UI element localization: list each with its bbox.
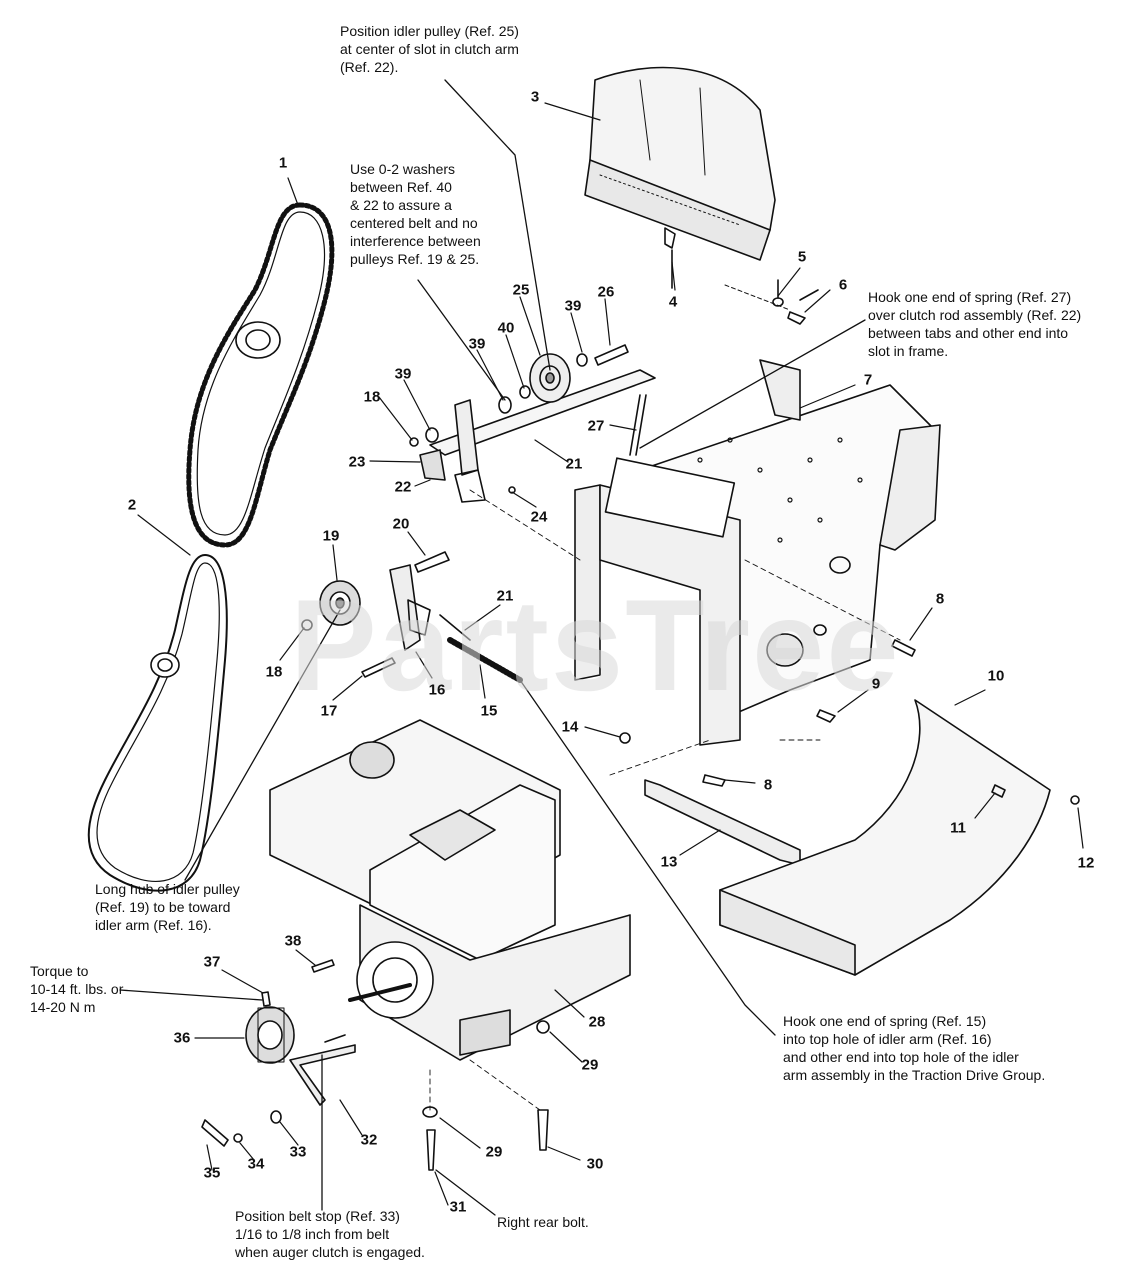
ref-label-2: 2 [127, 496, 137, 514]
clutch-linkage-parts-21-24-27 [419, 369, 656, 503]
ref-label-8-upper: 8 [935, 590, 945, 608]
hardware-parts-11-12 [991, 784, 1080, 805]
belt-stop-part-32 [289, 1034, 356, 1106]
ref-label-36: 36 [173, 1029, 191, 1047]
bolt-part-8-upper [891, 639, 916, 657]
ref-label-7: 7 [863, 371, 873, 389]
pin-part-17 [361, 657, 396, 678]
ref-label-4: 4 [668, 293, 678, 311]
ref-label-22: 22 [394, 478, 412, 496]
ref-label-10: 10 [987, 667, 1005, 685]
ref-label-30: 30 [586, 1155, 604, 1173]
ref-label-35: 35 [203, 1164, 221, 1182]
ref-label-21-upper: 21 [565, 455, 583, 473]
shield-part-10 [719, 699, 1051, 976]
spring-part-15 [439, 614, 523, 683]
note-callout-lines [119, 79, 866, 1216]
frame-part-7 [574, 359, 941, 746]
nut-part-14 [619, 732, 631, 744]
ref-label-33: 33 [289, 1143, 307, 1161]
nut-part-18-upper [409, 437, 419, 447]
ref-label-23: 23 [348, 453, 366, 471]
leader-lines [137, 102, 1084, 1206]
belt-part-2 [87, 554, 228, 892]
support-part-13 [644, 779, 801, 866]
ref-label-34: 34 [247, 1155, 265, 1173]
note-spring-15: Hook one end of spring (Ref. 15) into to… [783, 1013, 1046, 1083]
ref-label-8-lower: 8 [763, 776, 773, 794]
ref-label-18-upper: 18 [363, 388, 381, 406]
ref-label-26: 26 [597, 283, 615, 301]
note-spring-27: Hook one end of spring (Ref. 27) over cl… [868, 289, 1082, 359]
bolt-part-31 [426, 1129, 436, 1171]
nut-part-18-lower [301, 619, 313, 631]
hardware-parts-5-6 [724, 279, 819, 325]
pulley-part-36 [245, 1006, 295, 1064]
ref-label-31: 31 [449, 1198, 467, 1216]
ref-label-15: 15 [480, 702, 498, 720]
note-right-rear-bolt: Right rear bolt. [497, 1214, 589, 1230]
bolt-part-30 [537, 1109, 549, 1151]
ref-label-18-lower: 18 [265, 663, 283, 681]
ref-label-27: 27 [587, 417, 605, 435]
nut-part-29-upper [536, 1020, 550, 1034]
clip-part-4 [664, 227, 676, 289]
ref-label-38: 38 [284, 932, 302, 950]
ref-label-13: 13 [660, 853, 678, 871]
ref-label-28: 28 [588, 1013, 606, 1031]
bolt-part-20 [414, 551, 450, 573]
ref-label-29-upper: 29 [581, 1056, 599, 1074]
note-belt-stop: Position belt stop (Ref. 33) 1/16 to 1/8… [235, 1208, 425, 1260]
bolt-part-37 [261, 991, 271, 1007]
partstree-watermark: PartsTree [290, 572, 901, 718]
idler-arm-part-16 [389, 564, 431, 651]
ref-label-39-right: 39 [564, 297, 582, 315]
ref-label-21-lower: 21 [496, 587, 514, 605]
note-idler-pulley-25: Position idler pulley (Ref. 25) at cente… [340, 23, 519, 75]
pulley-on-belt-1 [235, 321, 281, 359]
ref-label-12: 12 [1077, 854, 1095, 872]
note-long-hub: Long hub of idler pulley (Ref. 19) to be… [95, 881, 240, 933]
belt-part-1 [186, 202, 335, 548]
bolt-part-26 [594, 344, 629, 366]
ref-label-25: 25 [512, 281, 530, 299]
engine-filler-cap [349, 741, 395, 779]
ref-label-40: 40 [497, 319, 515, 337]
alignment-lines [429, 489, 901, 1111]
ref-label-6: 6 [838, 276, 848, 294]
belt-cover-part-3 [584, 66, 776, 261]
ref-label-24: 24 [530, 508, 548, 526]
engine-part-28 [269, 719, 631, 1061]
ref-label-11: 11 [950, 819, 966, 837]
ref-label-37: 37 [203, 953, 221, 971]
ref-label-9: 9 [871, 675, 881, 693]
ref-label-1: 1 [278, 154, 288, 172]
ref-label-17: 17 [320, 702, 338, 720]
ref-label-5: 5 [797, 248, 807, 266]
ref-label-14: 14 [561, 718, 579, 736]
ref-label-19: 19 [322, 527, 340, 545]
frame-grommet [766, 633, 804, 667]
note-washers: Use 0-2 washers between Ref. 40 & 22 to … [350, 161, 481, 267]
ref-label-3: 3 [530, 88, 540, 106]
ref-label-29-lower: 29 [485, 1143, 503, 1161]
bolt-part-8-lower [702, 774, 726, 787]
bolt-part-9 [816, 709, 836, 723]
ref-label-16: 16 [428, 681, 446, 699]
ref-label-39-mid: 39 [468, 335, 486, 353]
ref-label-32: 32 [360, 1131, 378, 1149]
washers-parts-39-40 [425, 353, 588, 443]
idler-pulley-part-25 [529, 353, 571, 403]
ref-label-39-left: 39 [394, 365, 412, 383]
hardware-parts-33-34-35 [201, 1110, 282, 1147]
pulley-on-belt-2 [150, 652, 180, 678]
ref-label-20: 20 [392, 515, 410, 533]
idler-pulley-part-19 [319, 580, 361, 626]
key-part-38 [311, 959, 335, 973]
note-torque: Torque to 10-14 ft. lbs. or 14-20 N m [30, 963, 124, 1015]
